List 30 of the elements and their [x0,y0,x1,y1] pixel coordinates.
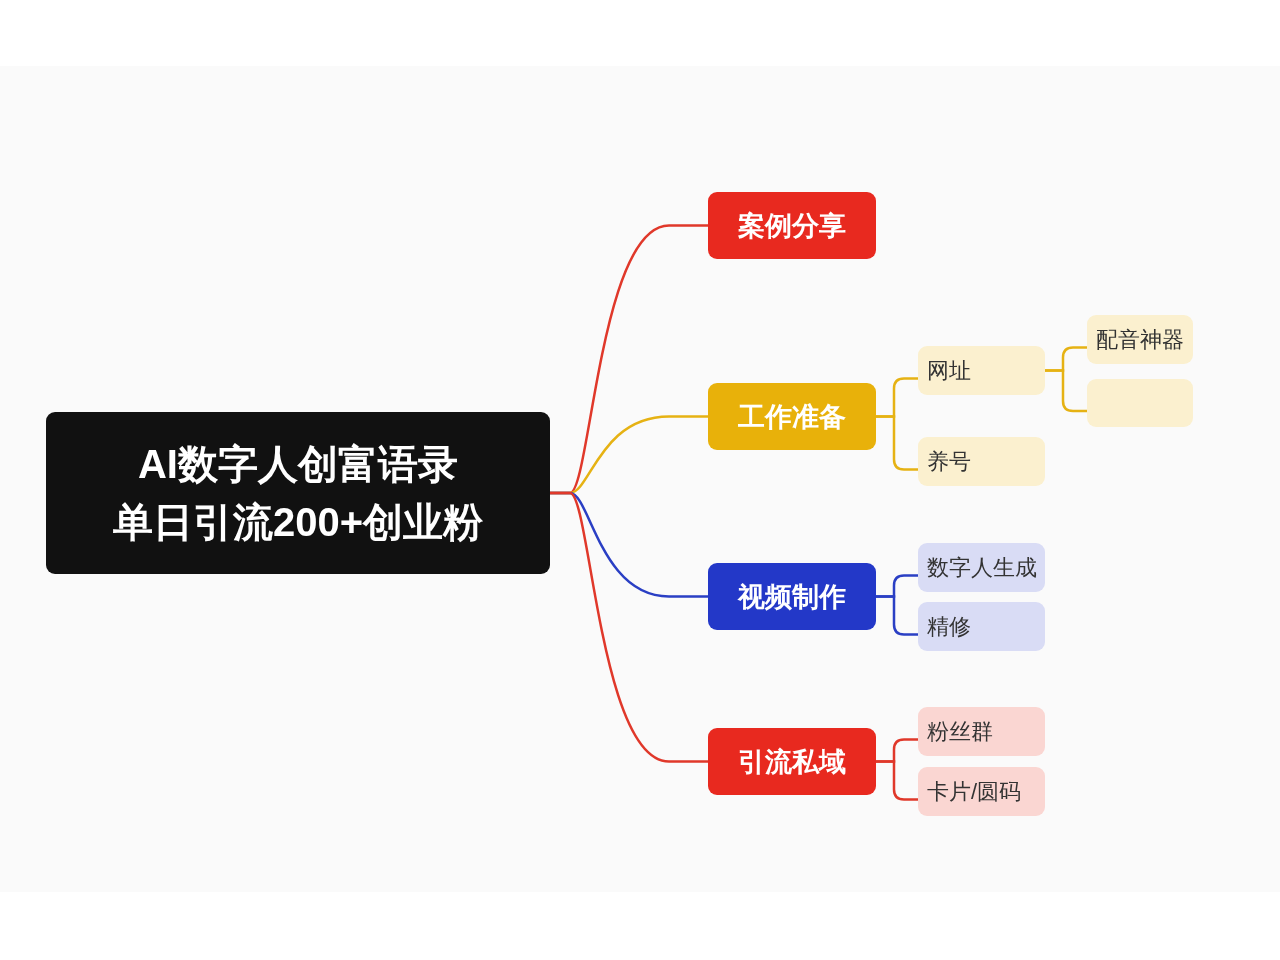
subtopic-box [918,543,1045,592]
title-box [46,412,550,574]
node-text: 粉丝群 [927,717,993,746]
connector-line [876,760,918,801]
connector-line [1045,369,1087,413]
subtopic-box [1087,315,1193,364]
node-text: 卡片/圆码 [927,777,1022,806]
node-text: 精修 [927,612,971,641]
subtopic-box [918,602,1045,651]
node-text: 工作准备 [738,400,846,434]
node-text: 网址 [927,356,971,385]
subtopic-box [918,437,1045,486]
subtopic-box [1087,379,1193,427]
node-text: 引流私域 [738,745,846,779]
topic-box [708,728,876,795]
connector-line [876,595,918,636]
node-text: 案例分享 [738,209,846,243]
subtopic-box [918,767,1045,816]
subtopic-box [918,707,1045,756]
node-text: 养号 [927,447,971,476]
node-text: 视频制作 [738,580,846,614]
node-text: 数字人生成 [927,553,1037,582]
connector-line [550,491,708,763]
connector-line [876,415,918,471]
node-text: AI数字人创富语录单日引流200+创业粉 [112,441,484,546]
topic-box [708,192,876,259]
topic-box [708,383,876,450]
topic-box [708,563,876,630]
node-text: 配音神器 [1096,325,1184,354]
subtopic-box [918,346,1045,395]
